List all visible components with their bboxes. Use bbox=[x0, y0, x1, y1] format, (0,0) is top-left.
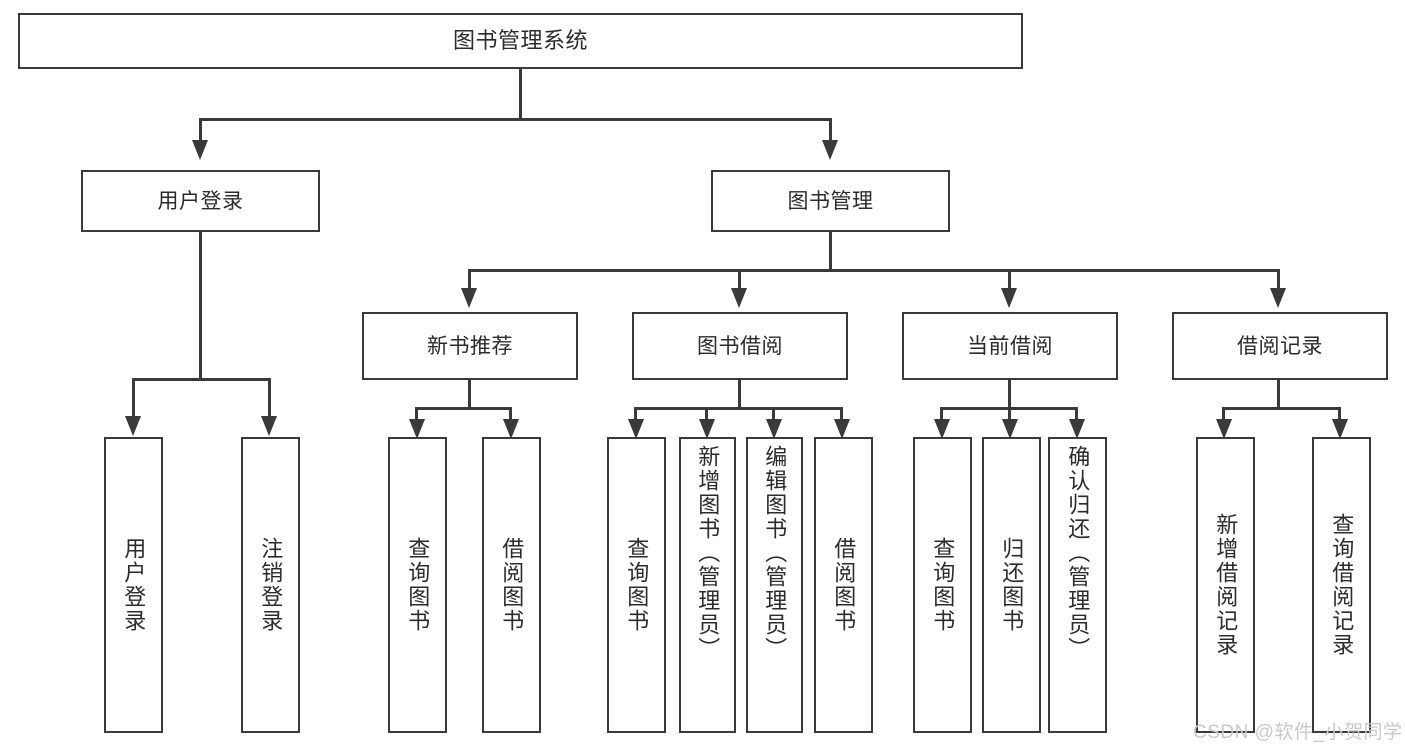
node-book-manage[interactable]: 图书管理 bbox=[711, 170, 950, 232]
connector-new-book-drop-2 bbox=[509, 407, 512, 421]
connector-root-drop-1 bbox=[199, 118, 202, 141]
connector-root-stem bbox=[519, 69, 522, 119]
connector-book-manage-drop-3 bbox=[1008, 269, 1011, 289]
arrow-to-leaf-user-login bbox=[125, 416, 141, 436]
connector-borrow-record-bus bbox=[1222, 407, 1340, 410]
node-label: 借阅图书 bbox=[499, 537, 525, 633]
node-leaf-user-login[interactable]: 用户登录 bbox=[104, 437, 163, 733]
connector-book-borrow-drop-4 bbox=[840, 407, 843, 421]
node-current-borrow[interactable]: 当前借阅 bbox=[902, 312, 1118, 380]
node-root-book-management-system[interactable]: 图书管理系统 bbox=[18, 13, 1023, 69]
connector-current-borrow-stem bbox=[1008, 380, 1011, 410]
connector-borrow-record-stem bbox=[1277, 380, 1280, 410]
csdn-watermark: CSDN @软件_小贺同学 bbox=[1193, 717, 1402, 744]
node-label: 图书借阅 bbox=[697, 334, 783, 358]
node-label: 图书管理 bbox=[787, 189, 874, 213]
node-label: 用户登录 bbox=[157, 189, 244, 213]
node-label: 图书管理系统 bbox=[452, 28, 588, 53]
arrow-to-leaf-query-record bbox=[1332, 419, 1348, 439]
node-leaf-add-record[interactable]: 新增借阅记录 bbox=[1196, 437, 1255, 733]
node-label: 新增借阅记录 bbox=[1213, 513, 1239, 657]
connector-new-book-bus bbox=[415, 407, 511, 410]
connector-book-borrow-drop-2 bbox=[705, 407, 708, 421]
arrow-to-new-book-recommend bbox=[461, 288, 477, 308]
node-user-login[interactable]: 用户登录 bbox=[81, 170, 320, 232]
connector-book-borrow-drop-1 bbox=[634, 407, 637, 421]
node-label: 借阅图书 bbox=[831, 537, 857, 633]
connector-borrow-record-drop-1 bbox=[1222, 407, 1225, 421]
node-label: 新书推荐 bbox=[427, 334, 513, 358]
node-leaf-query-book-1[interactable]: 查询图书 bbox=[388, 437, 447, 733]
watermark-text: CSDN @软件_小贺同学 bbox=[1193, 722, 1403, 743]
arrow-to-leaf-edit-book bbox=[766, 419, 782, 439]
node-label: 查询借阅记录 bbox=[1329, 513, 1355, 657]
arrow-to-borrow-record bbox=[1270, 288, 1286, 308]
node-leaf-query-book-2[interactable]: 查询图书 bbox=[607, 437, 666, 733]
node-label: 查询图书 bbox=[624, 537, 650, 633]
connector-current-borrow-drop-2 bbox=[1008, 407, 1011, 421]
node-label: 当前借阅 bbox=[967, 334, 1053, 358]
node-new-book-recommend[interactable]: 新书推荐 bbox=[362, 312, 578, 380]
arrow-to-leaf-query-book-2 bbox=[628, 419, 644, 439]
node-label: 查询图书 bbox=[405, 537, 431, 633]
connector-user-login-stem bbox=[199, 232, 202, 380]
connector-book-borrow-drop-3 bbox=[772, 407, 775, 421]
node-leaf-logout-login[interactable]: 注销登录 bbox=[241, 437, 300, 733]
connector-book-borrow-bus bbox=[634, 407, 842, 410]
node-leaf-confirm-return[interactable]: 确认归还（管理员） bbox=[1048, 437, 1107, 733]
arrow-to-leaf-logout-login bbox=[261, 416, 277, 436]
node-label: 编辑图书（管理员） bbox=[762, 445, 788, 661]
node-label: 注销登录 bbox=[258, 537, 284, 633]
arrow-to-current-borrow bbox=[1001, 288, 1017, 308]
node-leaf-borrow-book-2[interactable]: 借阅图书 bbox=[814, 437, 873, 733]
arrow-to-leaf-query-book-3 bbox=[934, 419, 950, 439]
node-leaf-borrow-book-1[interactable]: 借阅图书 bbox=[482, 437, 541, 733]
node-label: 借阅记录 bbox=[1237, 334, 1323, 358]
node-book-borrow[interactable]: 图书借阅 bbox=[632, 312, 848, 380]
connector-book-manage-stem bbox=[829, 232, 832, 270]
connector-book-manage-drop-2 bbox=[738, 269, 741, 289]
node-leaf-return-book[interactable]: 归还图书 bbox=[982, 437, 1041, 733]
connector-new-book-drop-1 bbox=[415, 407, 418, 421]
arrow-to-book-manage bbox=[822, 140, 838, 160]
node-leaf-add-book[interactable]: 新增图书（管理员） bbox=[679, 437, 736, 733]
arrow-to-leaf-confirm-return bbox=[1069, 419, 1085, 439]
node-label: 查询图书 bbox=[930, 537, 956, 633]
connector-user-login-bus bbox=[132, 378, 270, 381]
arrow-to-leaf-return-book bbox=[1002, 419, 1018, 439]
arrow-to-leaf-add-record bbox=[1216, 419, 1232, 439]
connector-book-manage-drop-1 bbox=[468, 269, 471, 289]
node-leaf-query-record[interactable]: 查询借阅记录 bbox=[1312, 437, 1371, 733]
connector-current-borrow-drop-1 bbox=[940, 407, 943, 421]
connector-user-login-drop-2 bbox=[268, 378, 271, 418]
node-label: 新增图书（管理员） bbox=[695, 445, 721, 661]
connector-book-borrow-stem bbox=[738, 380, 741, 410]
connector-root-bus bbox=[199, 118, 831, 121]
node-label: 确认归还（管理员） bbox=[1065, 445, 1091, 661]
arrow-to-leaf-add-book bbox=[699, 419, 715, 439]
arrow-to-leaf-query-book-1 bbox=[409, 419, 425, 439]
node-borrow-record[interactable]: 借阅记录 bbox=[1172, 312, 1388, 380]
connector-current-borrow-drop-3 bbox=[1075, 407, 1078, 421]
arrow-to-user-login bbox=[192, 140, 208, 160]
node-label: 用户登录 bbox=[121, 537, 147, 633]
connector-root-drop-2 bbox=[829, 118, 832, 141]
connector-new-book-stem bbox=[468, 380, 471, 410]
arrow-to-book-borrow bbox=[731, 288, 747, 308]
connector-book-manage-drop-4 bbox=[1277, 269, 1280, 289]
node-leaf-query-book-3[interactable]: 查询图书 bbox=[913, 437, 972, 733]
connector-book-manage-bus bbox=[468, 269, 1280, 272]
arrow-to-leaf-borrow-book-2 bbox=[834, 419, 850, 439]
connector-user-login-drop-1 bbox=[132, 378, 135, 418]
node-label: 归还图书 bbox=[999, 537, 1025, 633]
connector-borrow-record-drop-2 bbox=[1338, 407, 1341, 421]
node-leaf-edit-book[interactable]: 编辑图书（管理员） bbox=[746, 437, 803, 733]
arrow-to-leaf-borrow-book-1 bbox=[503, 419, 519, 439]
